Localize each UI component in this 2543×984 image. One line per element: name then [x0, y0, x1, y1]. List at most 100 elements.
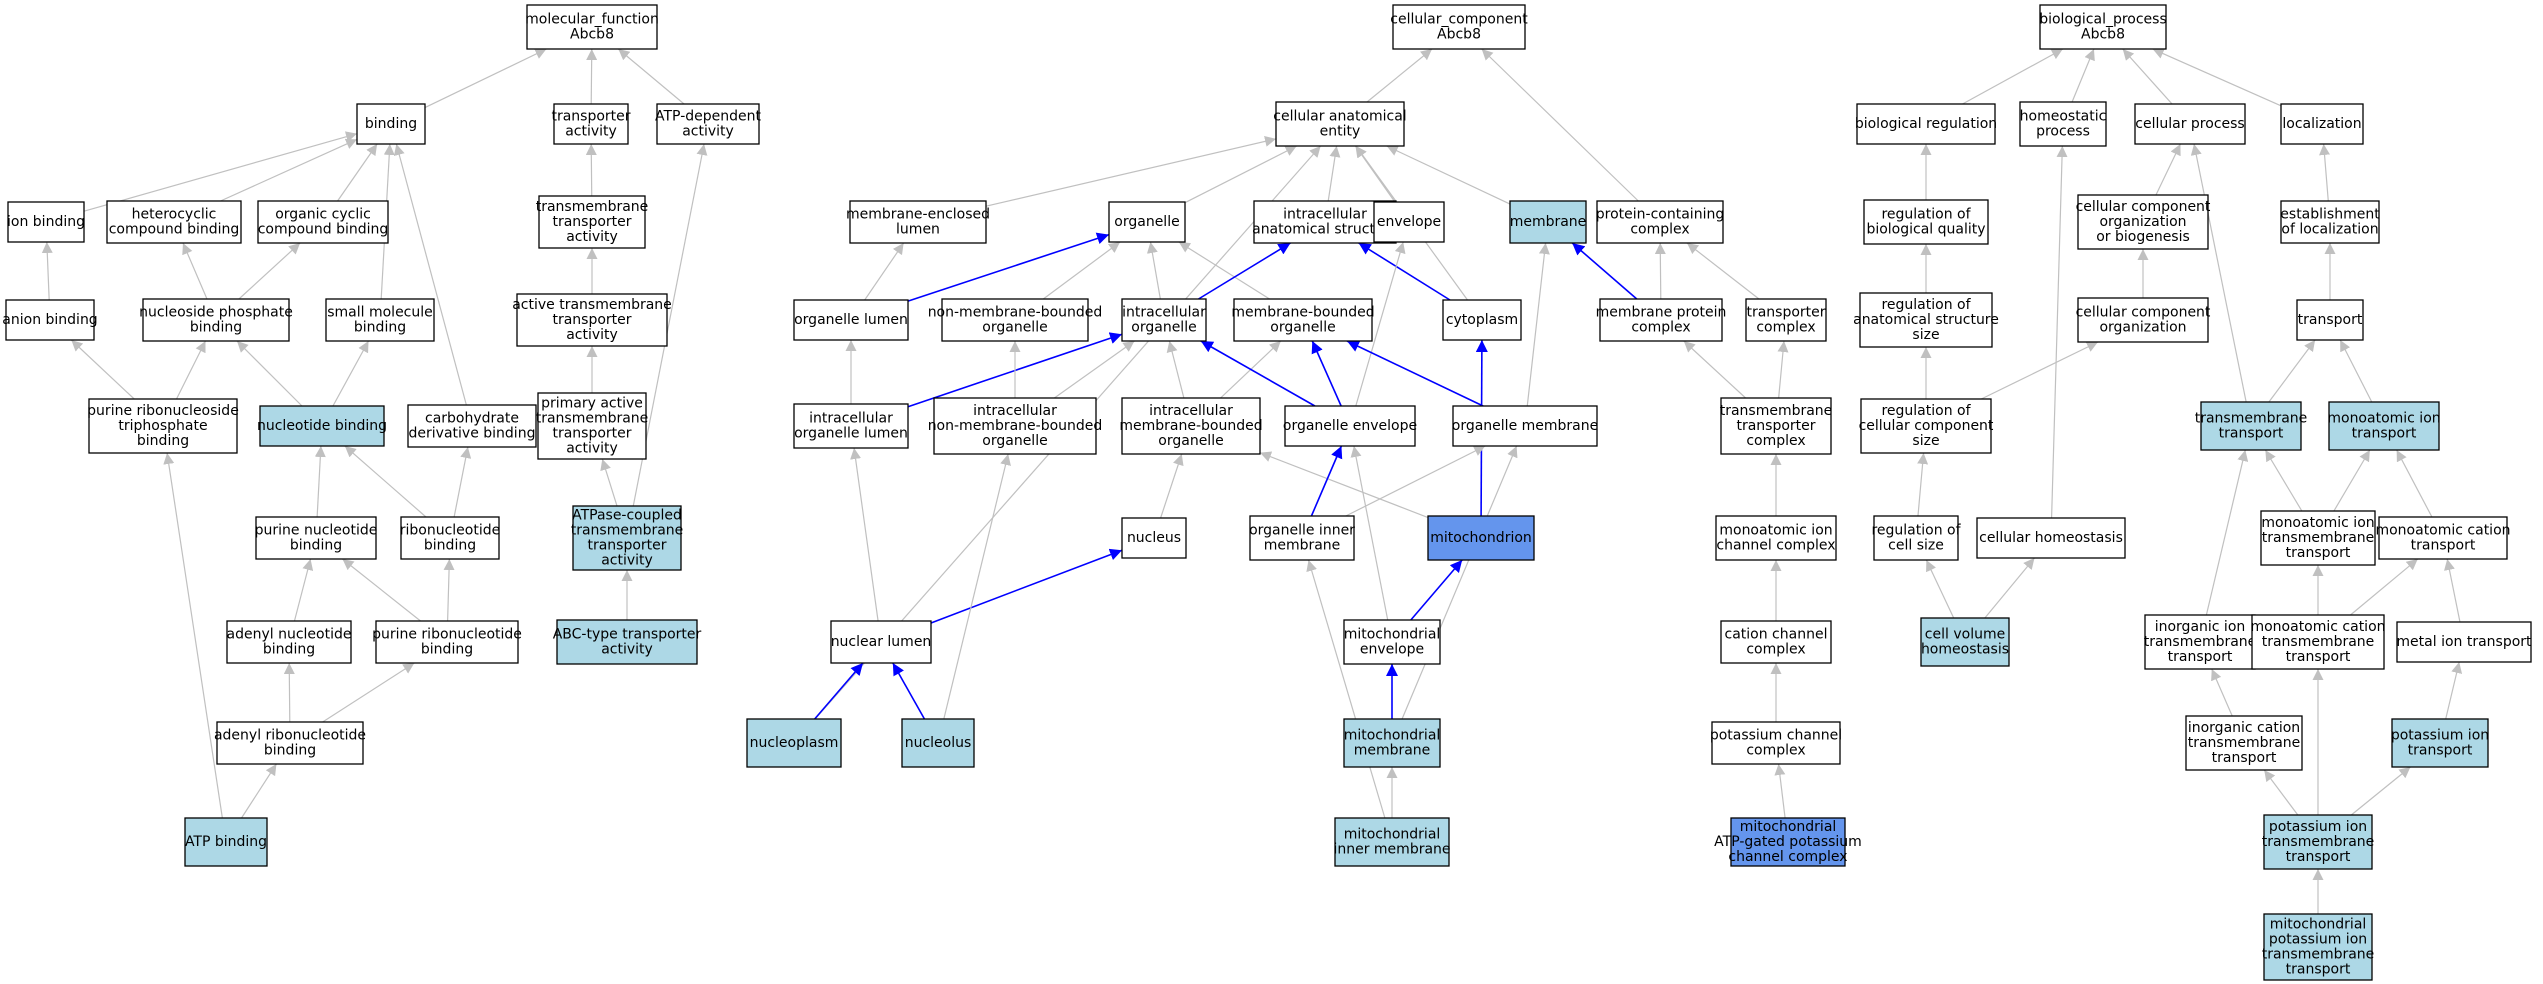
node-box: [933, 397, 1097, 455]
node-membrane[interactable]: membrane: [1509, 200, 1587, 244]
node-localization[interactable]: localization: [2280, 103, 2364, 145]
node-primary-active-tm-transporter[interactable]: primary activetransmembranetransporterac…: [536, 392, 649, 460]
node-label-line: binding: [190, 320, 242, 336]
node-envelope[interactable]: envelope: [1373, 201, 1445, 243]
node-label-line: organelle: [1114, 214, 1179, 230]
node-box: [1253, 200, 1397, 244]
node-label-line: mitochondrial: [1344, 627, 1441, 643]
node-nuclear-lumen[interactable]: nuclear lumen: [830, 620, 932, 664]
node-organelle[interactable]: organelle: [1108, 201, 1186, 243]
node-binding[interactable]: binding: [356, 103, 426, 145]
node-nucleotide-binding[interactable]: nucleotide binding: [257, 405, 387, 447]
edge-transmembrane-transporter-complex-to-membrane-protein-complex: [1683, 340, 1747, 399]
node-atp-binding[interactable]: ATP binding: [184, 817, 268, 867]
node-organelle-membrane[interactable]: organelle membrane: [1452, 405, 1598, 447]
node-intracellular-non-membrane-bounded-organelle[interactable]: intracellularnon-membrane-boundedorganel…: [928, 397, 1103, 455]
node-mitochondrion[interactable]: mitochondrion: [1427, 515, 1535, 561]
node-label-line: transmembrane: [571, 523, 684, 539]
node-biological-regulation[interactable]: biological regulation: [1855, 103, 1997, 145]
node-cellular-homeostasis[interactable]: cellular homeostasis: [1976, 517, 2126, 559]
node-nucleus[interactable]: nucleus: [1121, 517, 1187, 559]
node-transport[interactable]: transport: [2296, 299, 2364, 341]
node-cellular-process[interactable]: cellular process: [2134, 103, 2246, 145]
node-nucleolus[interactable]: nucleolus: [901, 718, 975, 768]
node-label-line: membrane: [1354, 743, 1431, 759]
node-anion-binding[interactable]: anion binding: [2, 299, 98, 341]
node-organelle-envelope[interactable]: organelle envelope: [1283, 405, 1417, 447]
edge-mitochondrial-envelope-to-mitochondrion: [1410, 559, 1463, 621]
node-nucleoplasm[interactable]: nucleoplasm: [746, 718, 842, 768]
node-label-line: transmembrane: [1720, 403, 1833, 419]
node-organelle-lumen[interactable]: organelle lumen: [793, 299, 909, 341]
node-metal-ion-transport[interactable]: metal ion transport: [2396, 621, 2532, 663]
node-atpase-coupled[interactable]: ATPase-coupledtransmembranetransporterac…: [571, 505, 684, 571]
node-ion-binding[interactable]: ion binding: [7, 201, 85, 243]
node-label-line: lumen: [896, 222, 940, 238]
node-label-line: cellular homeostasis: [1979, 530, 2123, 546]
node-label-line: organelle inner: [1249, 523, 1355, 539]
node-label-line: activity: [601, 553, 653, 569]
edge-inorganic-cation-tm-transport-to-inorganic-ion-tm-transport: [2211, 668, 2233, 717]
node-box: [375, 620, 519, 664]
node-cytoplasm[interactable]: cytoplasm: [1442, 299, 1522, 341]
